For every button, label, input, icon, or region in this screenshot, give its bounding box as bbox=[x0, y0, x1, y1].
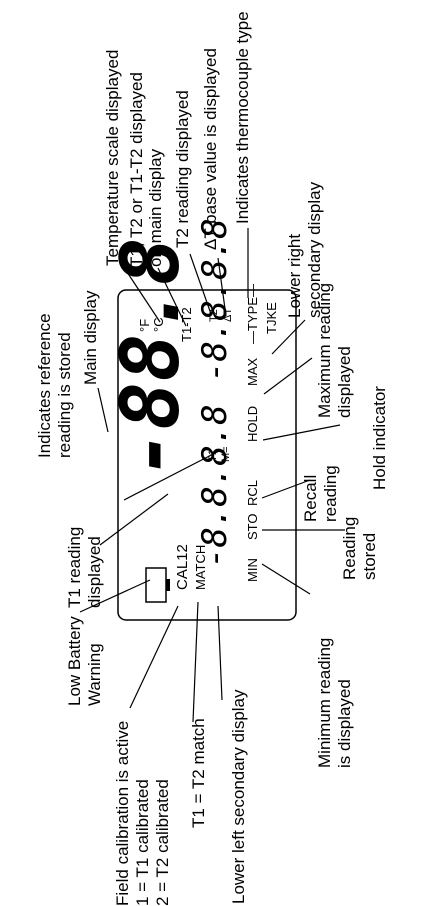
label-field-cal-line2: 1 = T1 calibrated bbox=[133, 779, 152, 906]
label-t1-t2-match: T1 = T2 match bbox=[189, 718, 208, 828]
battery-icon bbox=[145, 567, 170, 603]
label-recall-line2: reading bbox=[321, 465, 340, 522]
lcd-m-annunciator: M= bbox=[220, 446, 232, 462]
lcd-t1-t2-annunciator: T1-T2 bbox=[179, 307, 194, 342]
label-field-cal-line3: 2 = T2 calibrated bbox=[153, 779, 172, 906]
lcd-max-annunciator: MAX bbox=[245, 358, 260, 387]
lcd-deg-c: °C bbox=[151, 317, 166, 332]
label-t1-reading-line1: T1 reading bbox=[65, 527, 84, 608]
lcd-lower-left-digits: -8.8.8.8 bbox=[195, 404, 235, 568]
label-min-line1: Minimum reading bbox=[315, 638, 334, 768]
label-stored-line1: Reading bbox=[340, 517, 359, 580]
lcd-deg-f: °F bbox=[137, 319, 152, 332]
label-min-line2: is displayed bbox=[335, 679, 354, 768]
lcd-delta-t-annunciator: ΔT bbox=[222, 308, 234, 322]
label-max-line1: Maximum reading bbox=[315, 283, 334, 418]
label-main-display: Main display bbox=[81, 290, 100, 385]
label-t1-t2-main-line2: on main display bbox=[146, 148, 165, 267]
lcd-match-annunciator: MATCH bbox=[193, 545, 208, 590]
label-ref-stored-line1: Indicates reference bbox=[35, 313, 54, 458]
label-low-battery-line2: Warning bbox=[85, 643, 104, 706]
label-ref-stored-line2: reading is stored bbox=[55, 332, 74, 458]
label-stored-line2: stored bbox=[360, 533, 379, 580]
lcd-sto-annunciator: STO bbox=[245, 514, 260, 541]
label-t1-reading-line2: displayed bbox=[85, 536, 104, 608]
lcd-lower-right-digits: -8.8.8.8 bbox=[195, 218, 235, 382]
lcd-frame bbox=[117, 289, 297, 621]
label-recall-line1: Recall bbox=[301, 475, 320, 522]
lcd-type-letters: TJKE bbox=[264, 302, 279, 334]
label-t2-reading: T2 reading displayed bbox=[173, 90, 192, 248]
label-hold: Hold indicator bbox=[370, 386, 389, 490]
label-lower-left: Lower left secondary display bbox=[229, 689, 248, 904]
label-low-battery-line1: Low Battery bbox=[65, 616, 84, 706]
label-t1-t2-main-line1: T1, T2 or T1-T2 displayed bbox=[127, 72, 146, 267]
lcd-hold-annunciator: HOLD bbox=[245, 406, 260, 442]
lcd-min-annunciator: MIN bbox=[245, 558, 260, 582]
lcd-rcl-annunciator: RCL bbox=[245, 480, 260, 506]
label-thermocouple: Indicates thermocouple type bbox=[233, 11, 252, 224]
lcd-main-digits: -88.8 bbox=[104, 237, 197, 478]
leader-lines bbox=[79, 228, 345, 723]
lcd-t1-annunciator: T1 bbox=[207, 449, 219, 462]
callout-labels: Temperature scale displayed T1, T2 or T1… bbox=[35, 11, 389, 906]
label-delta-t: ΔT base value is displayed bbox=[201, 48, 220, 250]
lcd-type-annunciator: —TYPE— bbox=[245, 284, 260, 344]
label-temp-scale: Temperature scale displayed bbox=[103, 50, 122, 266]
label-lower-right-line2: secondary display bbox=[305, 181, 324, 318]
label-max-line2: displayed bbox=[335, 346, 354, 418]
label-lower-right-line1: Lower right bbox=[285, 234, 304, 318]
label-field-cal-line1: Field calibration is active bbox=[113, 721, 132, 906]
lcd-cal-annunciator: CAL12 bbox=[174, 544, 191, 590]
